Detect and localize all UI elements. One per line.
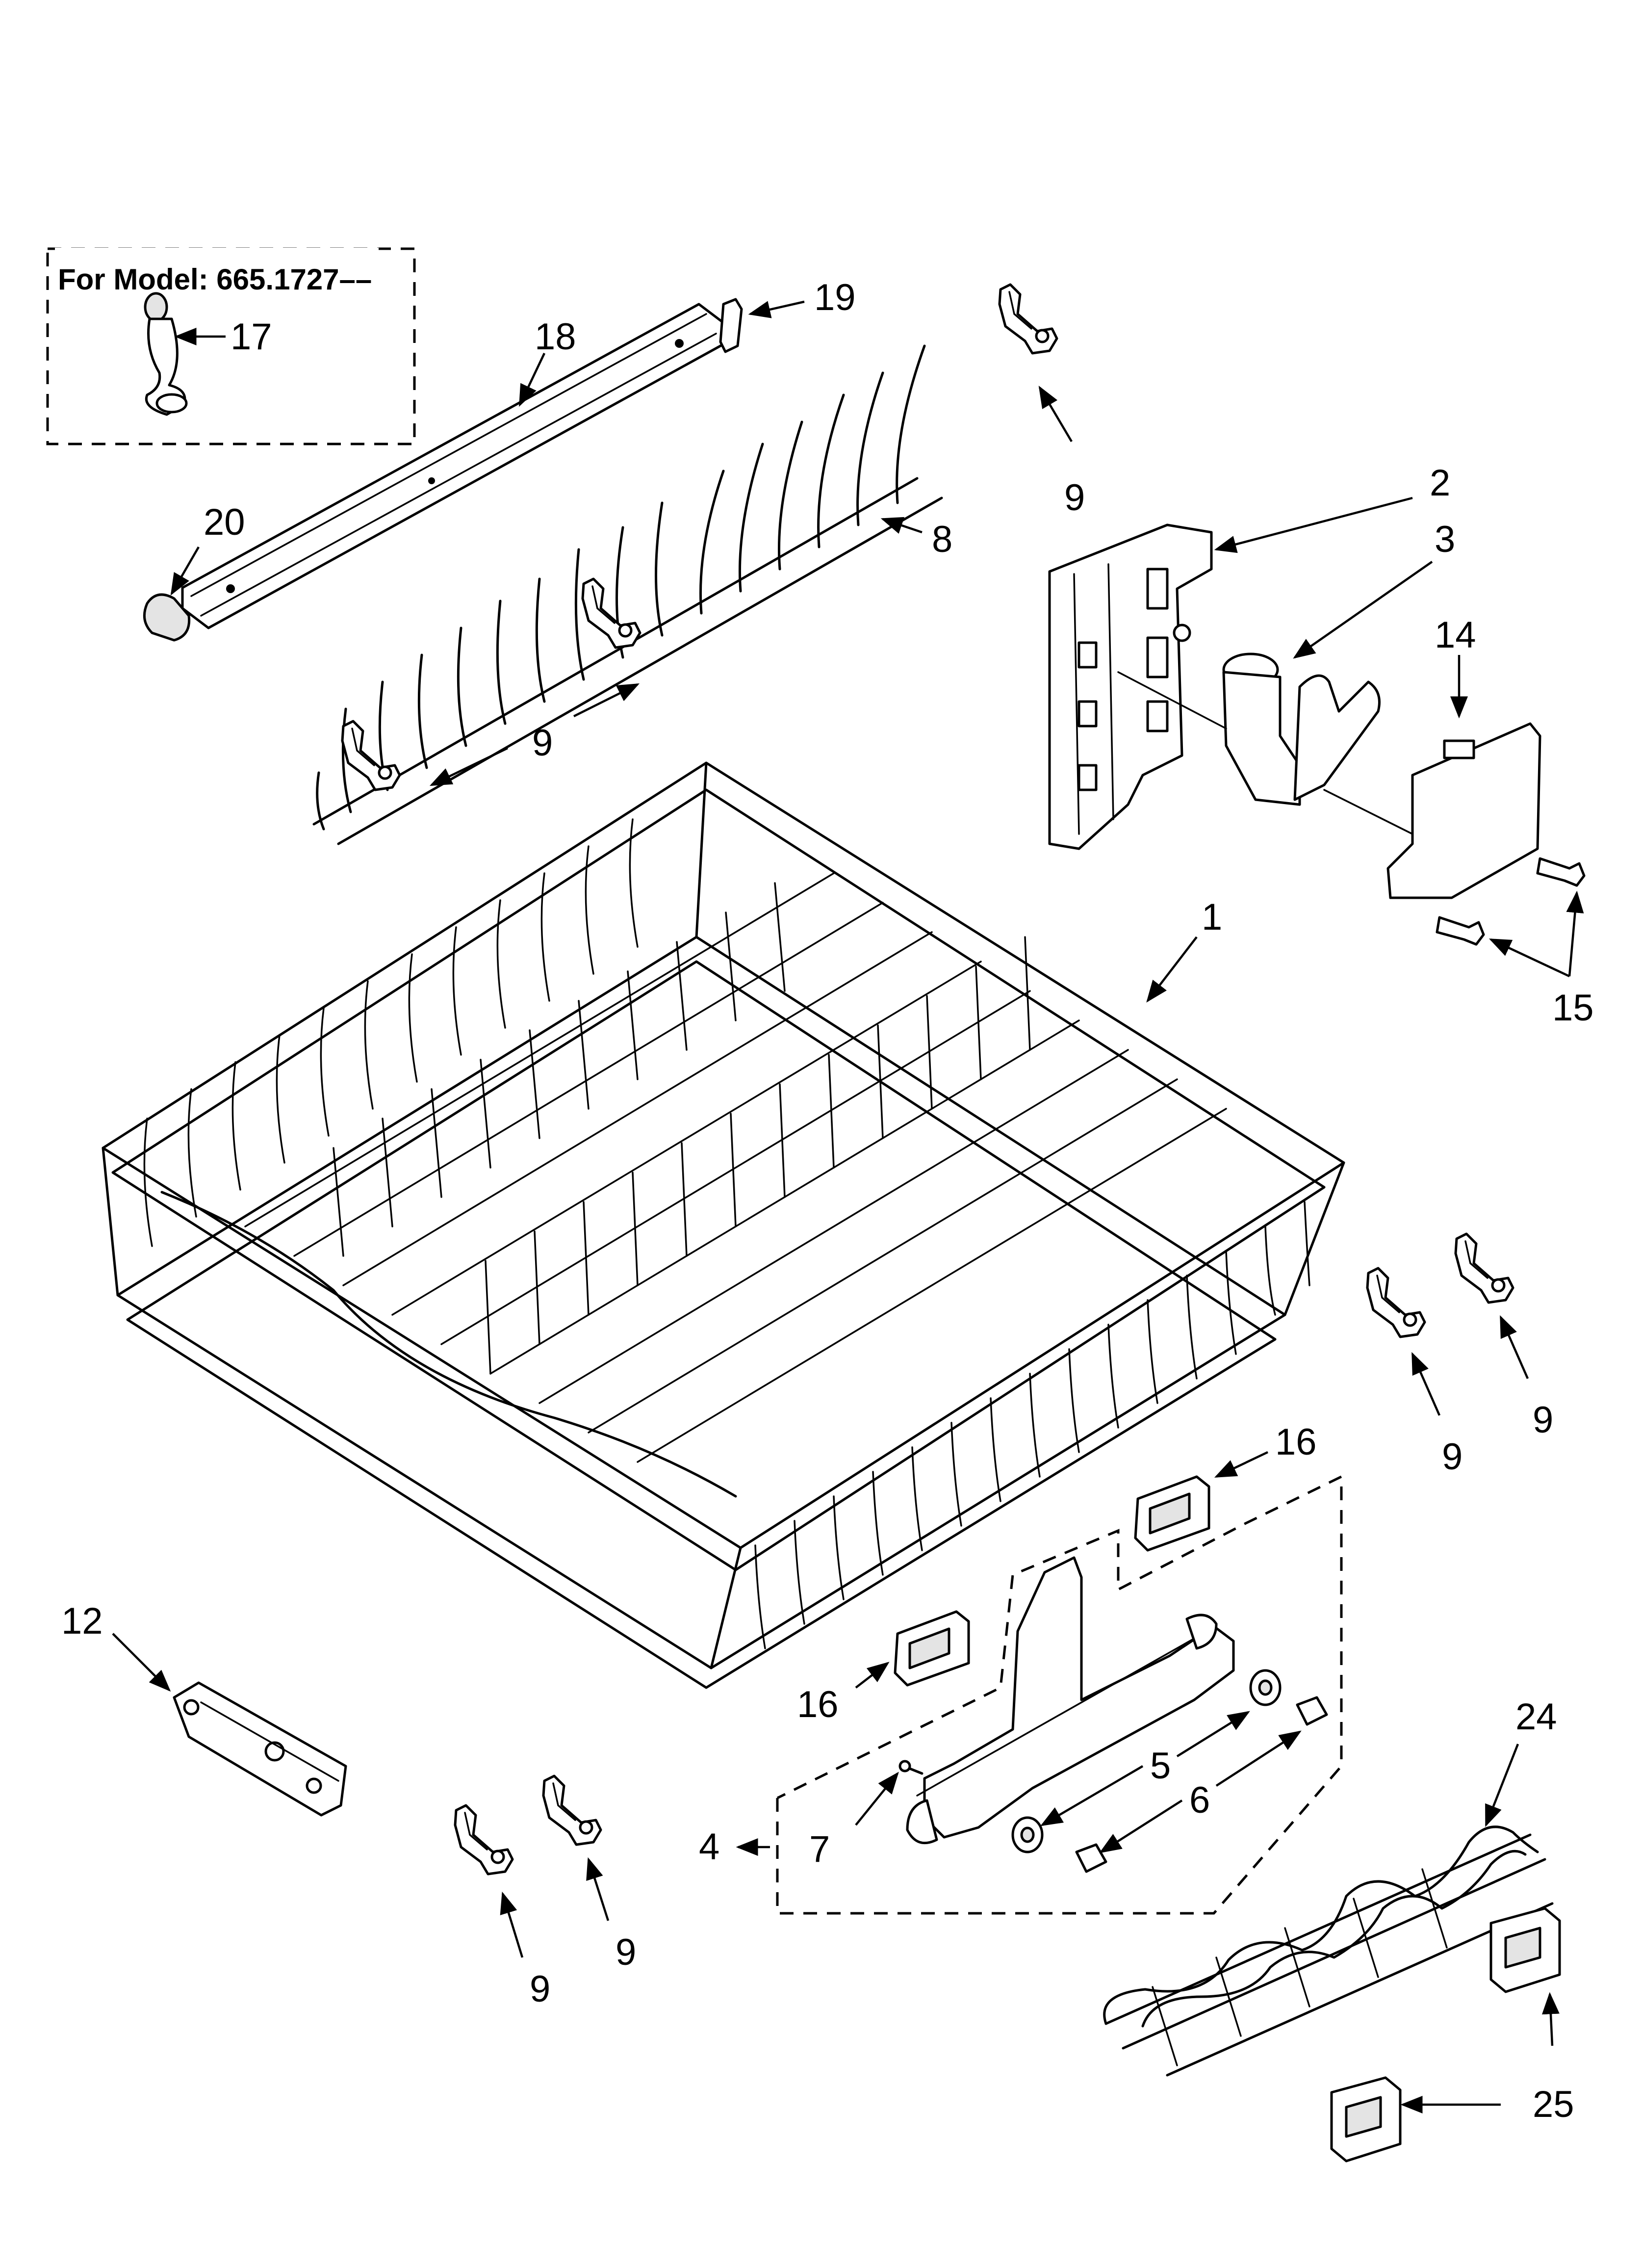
part-20-rail-cap (143, 593, 191, 642)
leader-12 (112, 1633, 171, 1692)
leader-15a (1566, 890, 1584, 977)
part-9-clips-bottom-left (455, 1776, 601, 1874)
part-9-clip-top (1000, 285, 1057, 353)
callout-9a: 9 (532, 722, 553, 764)
leader-25a (1541, 1992, 1560, 2046)
leader-20 (170, 546, 200, 596)
part-3-rack-adjuster (1117, 652, 1413, 835)
leader-6a (1215, 1730, 1302, 1787)
leader-9f (500, 1891, 524, 1958)
model-note-box: For Model: 665.1727–– 17 (46, 247, 416, 445)
callout-20: 20 (204, 501, 245, 543)
leader-24 (1485, 1744, 1519, 1827)
callout-9f: 9 (530, 1968, 550, 2010)
leader-5b (1040, 1765, 1144, 1826)
leader-8 (880, 517, 923, 534)
part-25-shelf-clips (1330, 1907, 1561, 2163)
callout-9g: 9 (616, 1931, 636, 1973)
callout-16a: 16 (1275, 1421, 1317, 1463)
leader-9a (429, 747, 508, 786)
callout-17: 17 (231, 316, 272, 358)
part-19-rail-cap (719, 298, 743, 353)
leader-9b (573, 683, 640, 718)
part-7-pin (898, 1760, 924, 1775)
callout-2: 2 (1430, 462, 1450, 504)
leader-9c (1038, 386, 1073, 443)
model-note-text: For Model: 665.1727–– (58, 263, 372, 296)
part-17-wire-hook (144, 292, 188, 416)
callout-14: 14 (1435, 614, 1476, 656)
part-14-adjuster-cover (1386, 722, 1541, 899)
leader-19 (748, 300, 805, 318)
callout-24: 24 (1515, 1696, 1557, 1738)
part-1-upper-dishrack (102, 761, 1345, 1689)
leader-7 (855, 1772, 899, 1826)
part-12-rack-stop (173, 1681, 347, 1817)
callout-4: 4 (699, 1826, 719, 1868)
part-15-screws (1436, 857, 1586, 946)
callout-9c: 9 (1064, 477, 1085, 519)
part-16-rail-clip-b (894, 1610, 970, 1687)
callout-18: 18 (535, 316, 576, 358)
callout-15: 15 (1552, 987, 1594, 1029)
callout-5: 5 (1150, 1745, 1171, 1787)
leader-3 (1293, 561, 1433, 659)
part-4-wheel-assembly-outline (776, 1475, 1343, 1915)
callout-1: 1 (1202, 896, 1222, 938)
callout-16b: 16 (797, 1684, 839, 1725)
leader-16a (1214, 1451, 1268, 1478)
leader-6b (1099, 1799, 1183, 1853)
callout-19: 19 (814, 277, 856, 318)
leader-2 (1214, 496, 1413, 553)
callout-8: 8 (932, 519, 952, 560)
callout-12: 12 (61, 1600, 103, 1642)
leader-18 (518, 353, 546, 407)
callout-9e: 9 (1533, 1399, 1553, 1441)
part-16-rail-clip-a (1134, 1475, 1210, 1552)
part-8-fold-down-tines (312, 344, 943, 845)
callout-6: 6 (1189, 1779, 1210, 1821)
part-6-axle (1075, 1696, 1328, 1873)
callout-25: 25 (1533, 2084, 1574, 2125)
leader-9g (586, 1857, 610, 1921)
callout-7: 7 (809, 1828, 830, 1870)
callout-3: 3 (1435, 519, 1455, 560)
part-4-wheel-carrier (906, 1556, 1235, 1845)
part-9-clips-right (1367, 1234, 1513, 1337)
callout-9d: 9 (1442, 1436, 1462, 1478)
part-5-wheel (1011, 1669, 1282, 1853)
leader-9e (1499, 1315, 1529, 1379)
leader-5a (1176, 1711, 1250, 1757)
part-24-wire-shelf (1103, 1825, 1554, 2077)
part-2-rack-bracket (1048, 523, 1213, 850)
leader-16b (855, 1662, 890, 1689)
leader-9d (1411, 1352, 1441, 1416)
leader-1 (1146, 936, 1198, 1003)
leader-15b (1488, 938, 1570, 978)
